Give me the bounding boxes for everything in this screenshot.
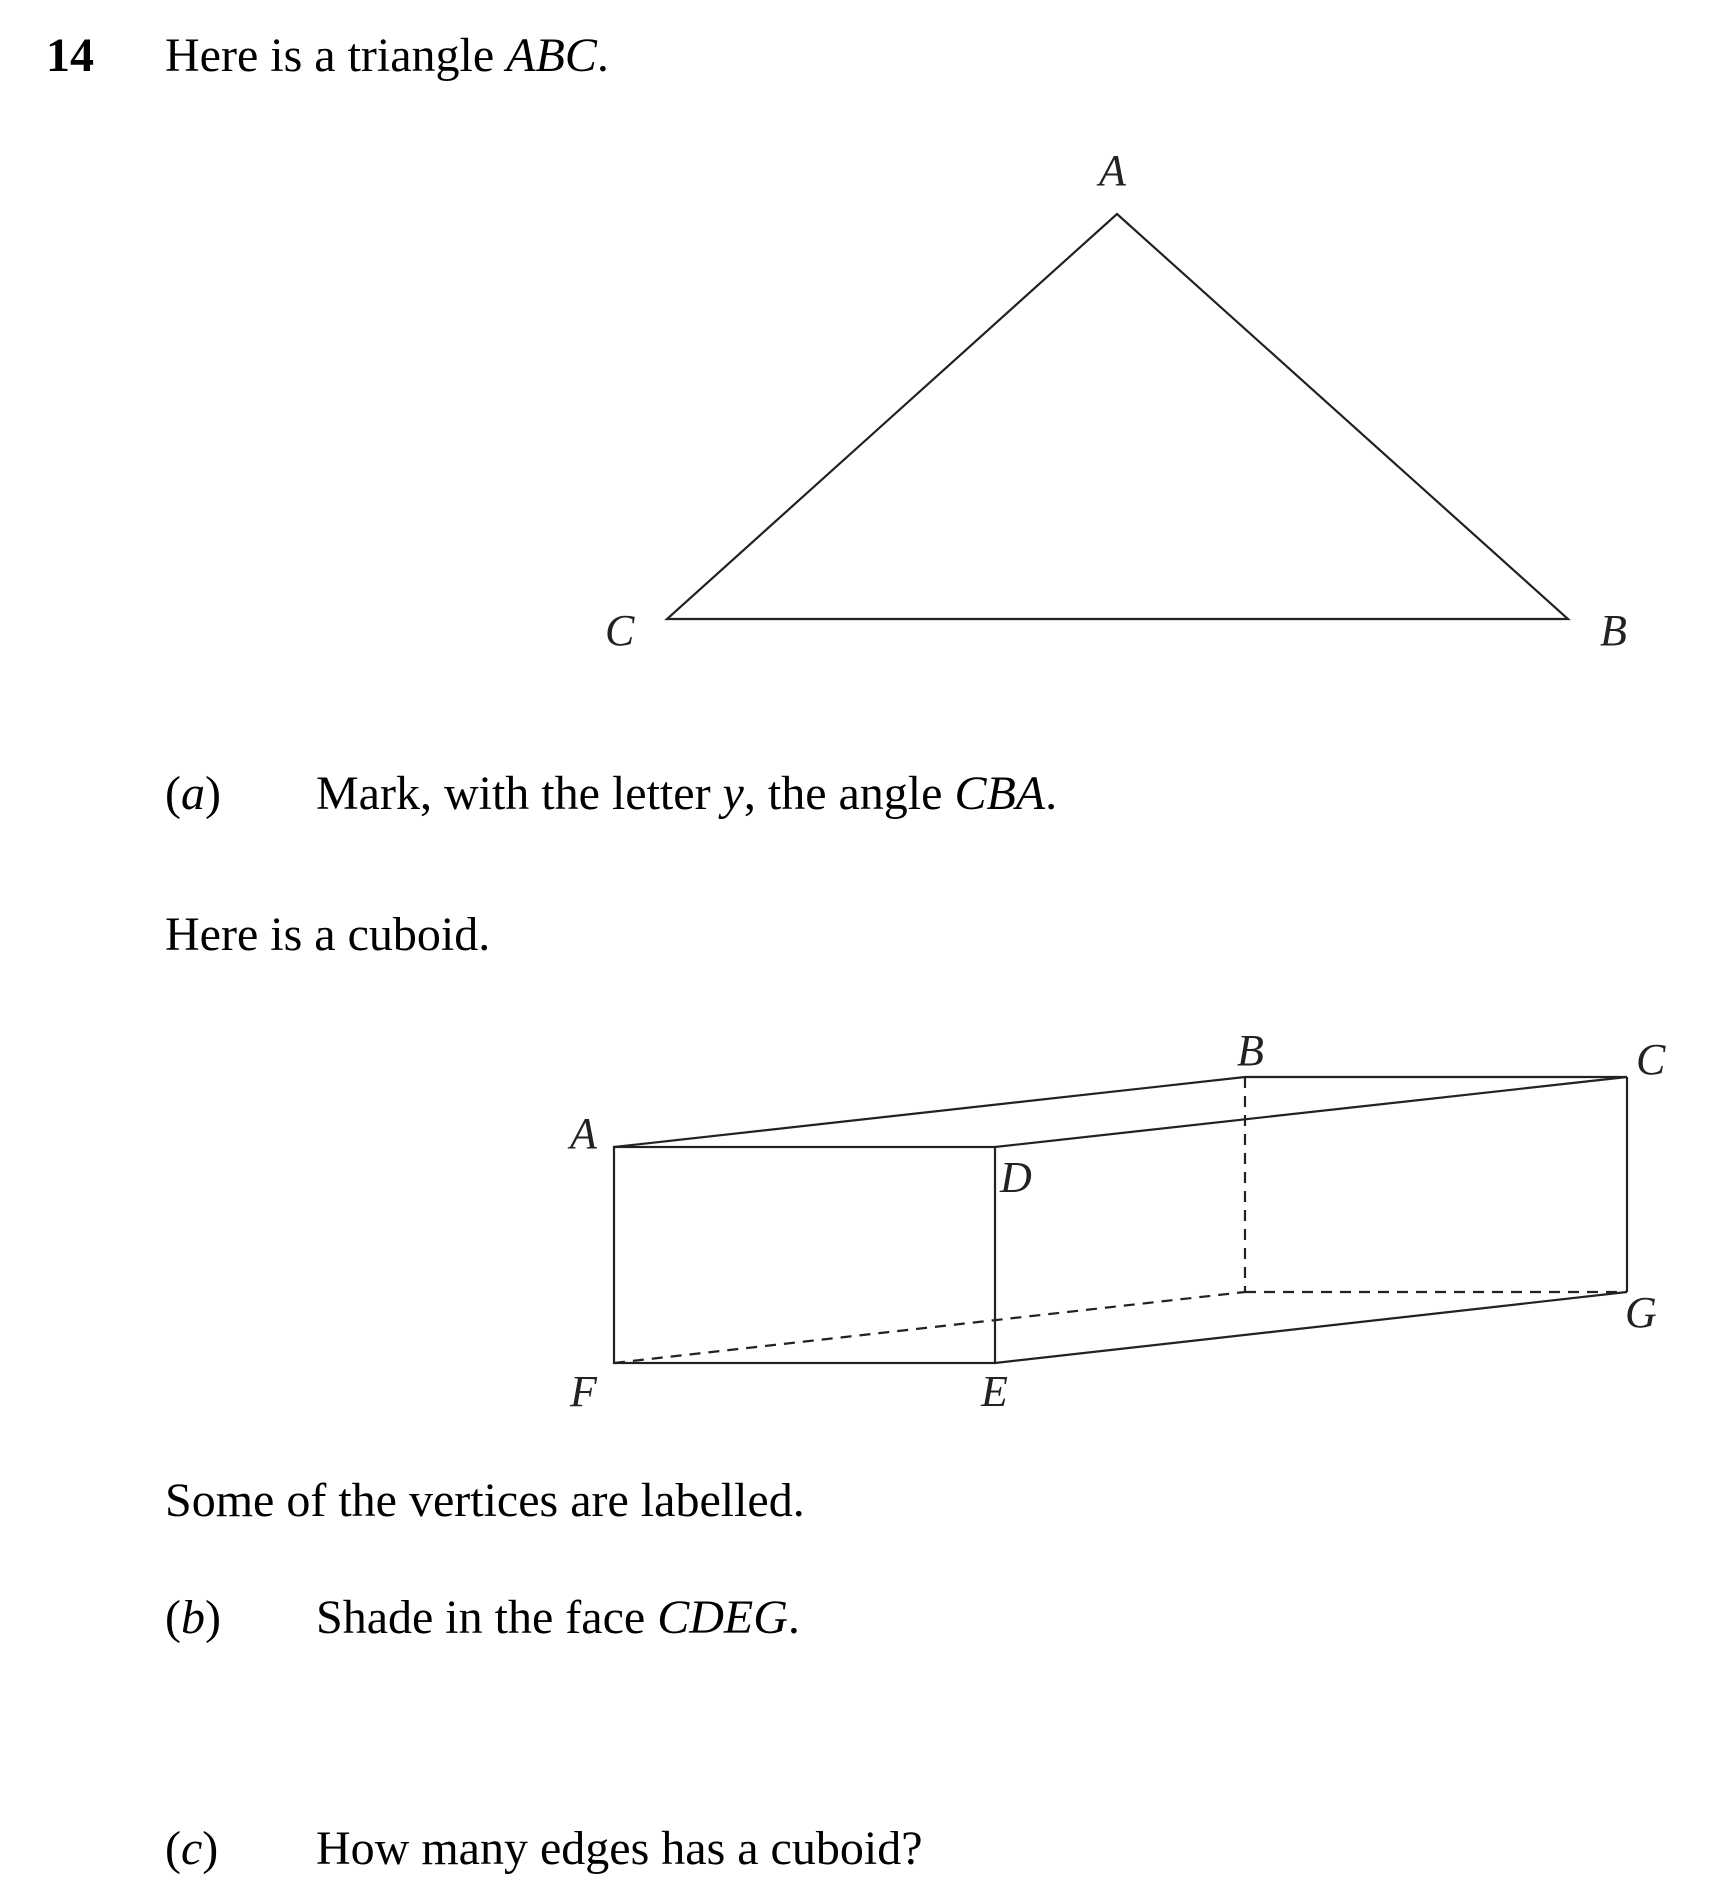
triangle-label-a: A <box>1096 146 1127 195</box>
triangle-label-b: B <box>1600 606 1627 655</box>
question-intro: Here is a triangle ABC. <box>165 28 609 83</box>
cuboid-front-face <box>612 1145 997 1365</box>
cuboid-label-e: E <box>980 1367 1008 1416</box>
cuboid-hidden-edge-f-back <box>613 1290 1246 1365</box>
cuboid-label-a: A <box>567 1109 598 1158</box>
cuboid-edge-ab <box>613 1075 1246 1149</box>
cuboid-intro: Here is a cuboid. <box>165 908 491 961</box>
triangle-abc-diagram: A B C <box>605 146 1627 655</box>
triangle-abc <box>664 212 1571 621</box>
vertices-note: Some of the vertices are labelled. <box>165 1474 805 1527</box>
cuboid-label-f: F <box>569 1367 598 1416</box>
intro-triangle-name: ABC <box>506 29 597 82</box>
intro-end: . <box>596 29 609 82</box>
cuboid-edge-eg <box>994 1290 1628 1365</box>
cuboid-label-c: C <box>1636 1035 1666 1084</box>
part-a-label: (a) <box>165 767 221 820</box>
part-c-text: How many edges has a cuboid? <box>316 1822 923 1875</box>
part-b-label: (b) <box>165 1591 221 1644</box>
part-c-label: (c) <box>165 1822 219 1875</box>
part-b-text: Shade in the face CDEG. <box>316 1591 800 1644</box>
cuboid-diagram: A B C D E F G <box>567 1026 1666 1416</box>
cuboid-label-g: G <box>1625 1288 1657 1337</box>
cuboid-label-b: B <box>1237 1026 1264 1075</box>
question-number: 14 <box>46 29 94 82</box>
cuboid-label-d: D <box>999 1153 1032 1202</box>
part-a-text: Mark, with the letter y, the angle CBA. <box>316 767 1058 820</box>
cuboid-edge-dc <box>994 1075 1628 1149</box>
intro-text: Here is a triangle <box>165 29 507 82</box>
triangle-label-c: C <box>605 606 635 655</box>
